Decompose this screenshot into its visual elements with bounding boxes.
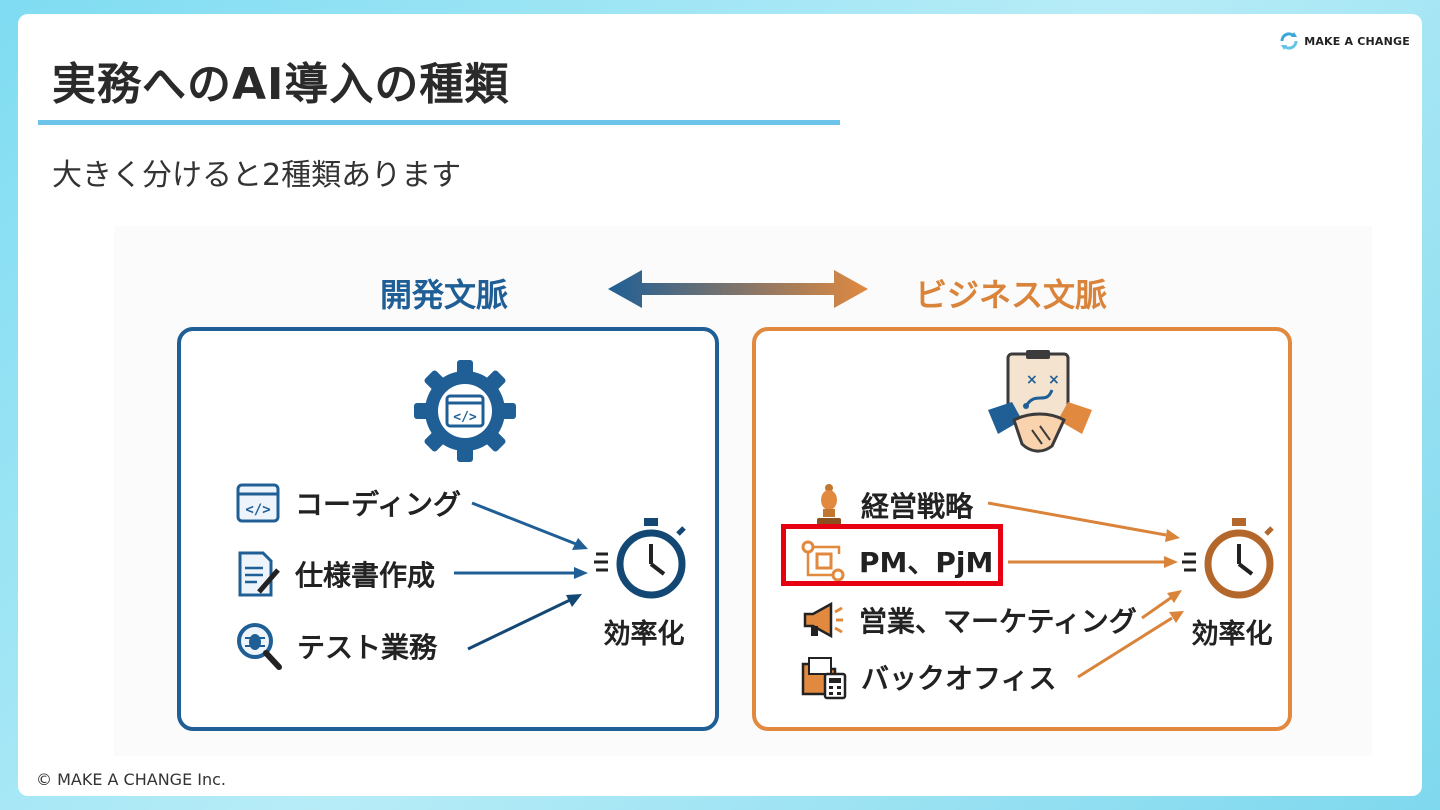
- biz-item-sales: 営業、マーケティング: [801, 600, 1137, 640]
- pm-highlight-box: [781, 524, 1003, 586]
- biz-item-label: 経営戦略: [861, 490, 974, 523]
- svg-text:</>: </>: [245, 502, 270, 518]
- biz-arrow-sales: [1141, 595, 1173, 620]
- ai-introduction-diagram: 開発文脈 ビジネス文脈: [114, 226, 1372, 756]
- biz-result-label: 効率化: [1191, 619, 1273, 650]
- code-window-icon: </>: [235, 482, 281, 524]
- dev-flow-arrows: [454, 501, 588, 651]
- biz-item-label: 営業、マーケティング: [859, 605, 1137, 638]
- dev-result: 効率化: [594, 516, 694, 651]
- title-underline: [38, 120, 840, 125]
- svg-text:×: ×: [1026, 372, 1038, 388]
- slide: 実務へのAI導入の種類 大きく分けると2種類あります MAKE A CHANGE…: [18, 14, 1422, 796]
- biz-item-pm: PM、PjM: [801, 540, 993, 582]
- logo-text: MAKE A CHANGE: [1304, 34, 1410, 48]
- page-title: 実務へのAI導入の種類: [52, 59, 510, 110]
- stopwatch-icon: [594, 516, 694, 610]
- dev-result-label: 効率化: [603, 619, 685, 650]
- biz-item-strategy: 経営戦略: [811, 482, 973, 528]
- svg-text:×: ×: [1048, 372, 1060, 388]
- dev-item-coding: </> コーディング: [235, 482, 461, 524]
- workflow-icon: [801, 540, 845, 582]
- dev-context-title: 開発文脈: [380, 276, 509, 314]
- dev-arrow-testing: [467, 598, 571, 651]
- dev-item-testing: テスト業務: [235, 621, 437, 671]
- dev-item-label: 仕様書作成: [295, 559, 436, 592]
- dev-item-label: コーディング: [295, 488, 462, 521]
- gear-code-icon: </>: [414, 360, 516, 462]
- dev-item-spec: 仕様書作成: [235, 550, 435, 598]
- megaphone-icon: [801, 600, 845, 640]
- brand-logo: MAKE A CHANGE: [1278, 30, 1410, 52]
- biz-context-title: ビジネス文脈: [915, 276, 1108, 314]
- biz-result: 効率化: [1182, 516, 1282, 651]
- biz-item-backoffice: バックオフィス: [801, 654, 1056, 700]
- dev-item-label: テスト業務: [297, 631, 438, 664]
- svg-text:</>: </>: [453, 410, 477, 425]
- dev-arrow-coding: [471, 501, 577, 546]
- biz-item-label: PM、PjM: [859, 546, 994, 579]
- subtitle: 大きく分けると2種類あります: [52, 158, 462, 193]
- double-arrow-icon: [608, 270, 868, 308]
- copyright: © MAKE A CHANGE Inc.: [36, 770, 227, 789]
- biz-arrow-backoffice: [1077, 616, 1173, 679]
- stopwatch-icon: [1182, 516, 1282, 610]
- biz-item-label: バックオフィス: [861, 662, 1057, 695]
- biz-arrow-strategy: [987, 501, 1167, 537]
- handshake-clipboard-icon: × ×: [988, 350, 1092, 453]
- bug-magnifier-icon: [235, 621, 283, 671]
- biz-flow-arrows: [987, 501, 1184, 679]
- folder-calculator-icon: [801, 654, 847, 700]
- document-pen-icon: [235, 550, 281, 598]
- refresh-cycle-icon: [1280, 32, 1298, 50]
